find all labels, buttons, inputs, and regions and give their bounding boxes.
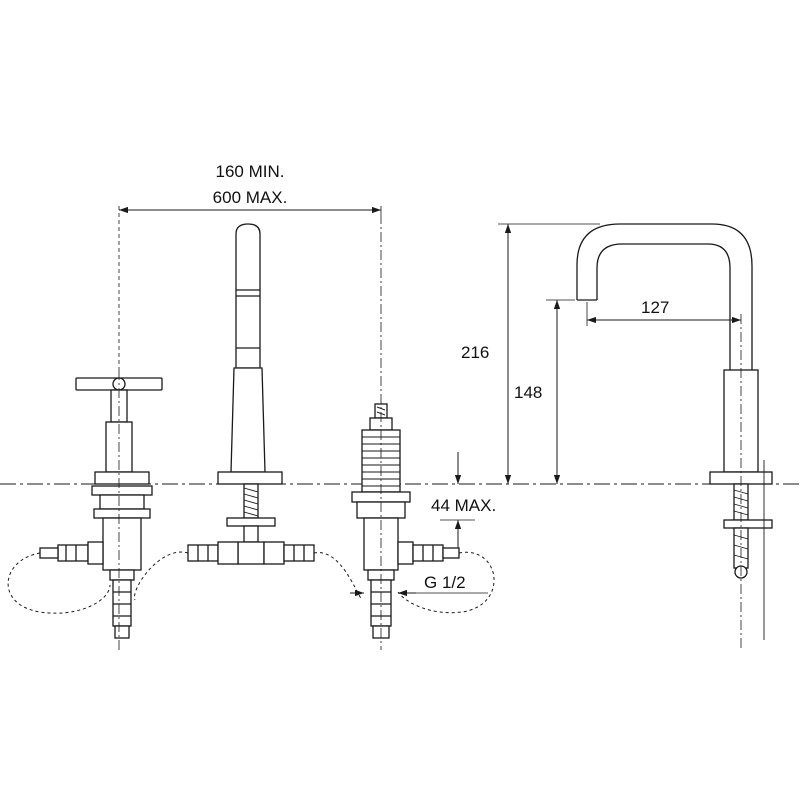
center-spout-front — [187, 223, 315, 565]
total-height-dimension: 216 — [461, 223, 600, 484]
total-height-label: 216 — [461, 343, 489, 362]
side-view-spout — [576, 223, 773, 650]
spacing-dimension: 160 MIN. 600 MAX. — [118, 162, 382, 370]
thread-label: G 1/2 — [424, 573, 466, 592]
spout-height-dimension: 148 — [514, 299, 575, 484]
spout-reach-label: 127 — [641, 298, 669, 317]
left-cross-handle-valve — [39, 377, 163, 639]
right-valve-body — [351, 403, 460, 639]
deck-thickness-dimension: 44 MAX. — [431, 452, 496, 548]
spout-height-label: 148 — [514, 383, 542, 402]
deck-thickness-label: 44 MAX. — [431, 496, 496, 515]
side-spout-body — [723, 369, 759, 473]
spacing-min-label: 160 MIN. — [216, 162, 285, 181]
spout-thread-hatch — [243, 487, 259, 517]
spacing-max-label: 600 MAX. — [213, 188, 288, 207]
spout-reach-dimension: 127 — [586, 298, 741, 326]
thread-dimension: G 1/2 — [350, 573, 488, 597]
